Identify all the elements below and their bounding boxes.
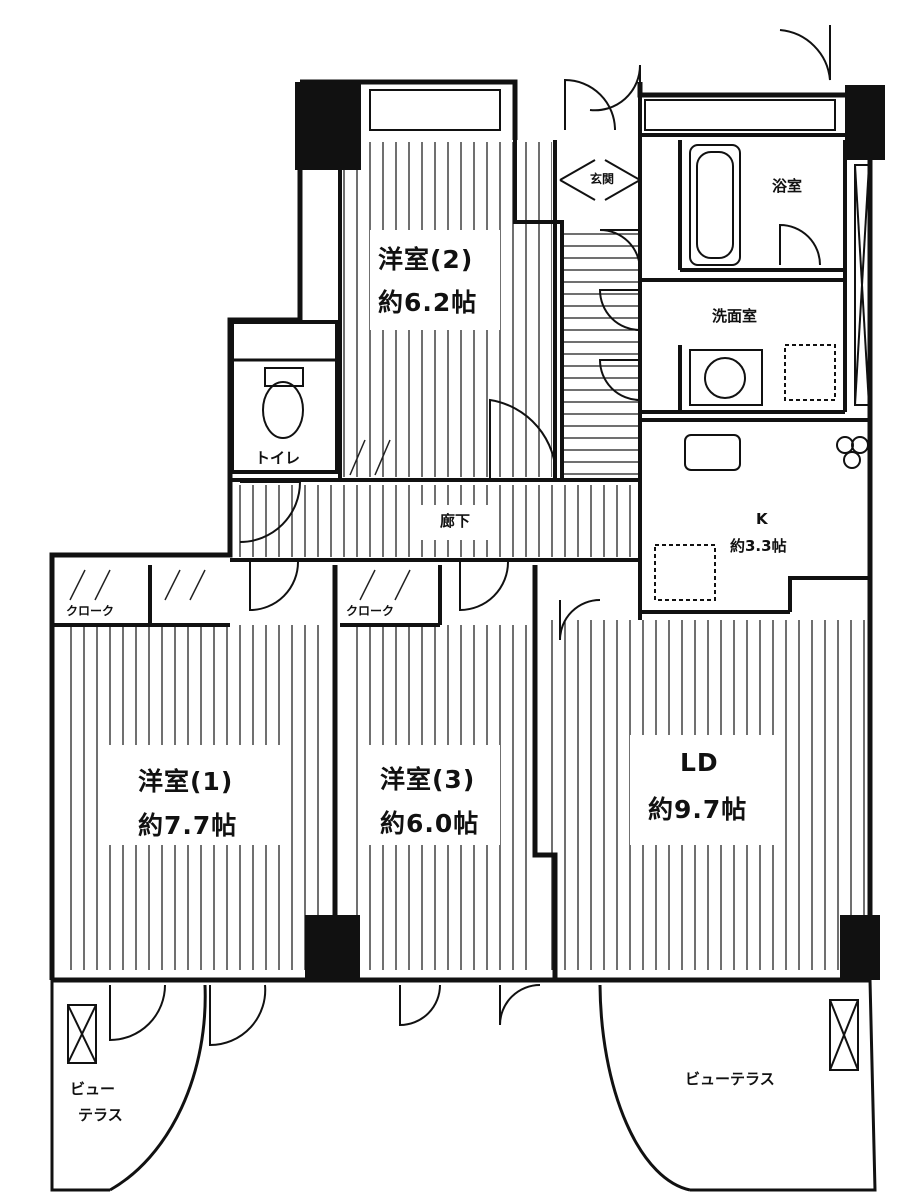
floor-entrance-hall: [562, 230, 640, 480]
terrace-left-line2: テラス: [78, 1106, 123, 1124]
walls: [49, 79, 885, 983]
fixtures: [262, 89, 870, 601]
doors: [109, 25, 831, 1047]
kitchen-name: K: [756, 510, 768, 528]
ld-size: 約9.7帖: [648, 795, 748, 824]
bath-name: 浴室: [772, 177, 803, 195]
terrace-right-name: ビューテラス: [685, 1070, 775, 1088]
closet3-name: クローク: [346, 604, 395, 618]
closet1-name: クローク: [66, 604, 115, 618]
toilet-name: トイレ: [255, 449, 301, 467]
entrance-name: 玄関: [590, 172, 615, 186]
hallway-name: 廊下: [440, 512, 471, 530]
western2-size: 約6.2帖: [378, 288, 478, 317]
ld-name: LD: [680, 748, 719, 777]
terraces: [50, 979, 877, 1192]
western3-size: 約6.0帖: [380, 809, 480, 838]
western2-name: 洋室(2): [378, 245, 474, 274]
washroom-name: 洗面室: [712, 307, 758, 325]
western3-name: 洋室(3): [380, 765, 476, 794]
western1-name: 洋室(1): [138, 767, 234, 796]
terrace-left-line1: ビュー: [70, 1080, 116, 1098]
western1-size: 約7.7帖: [138, 811, 238, 840]
kitchen-size: 約3.3帖: [730, 537, 787, 555]
